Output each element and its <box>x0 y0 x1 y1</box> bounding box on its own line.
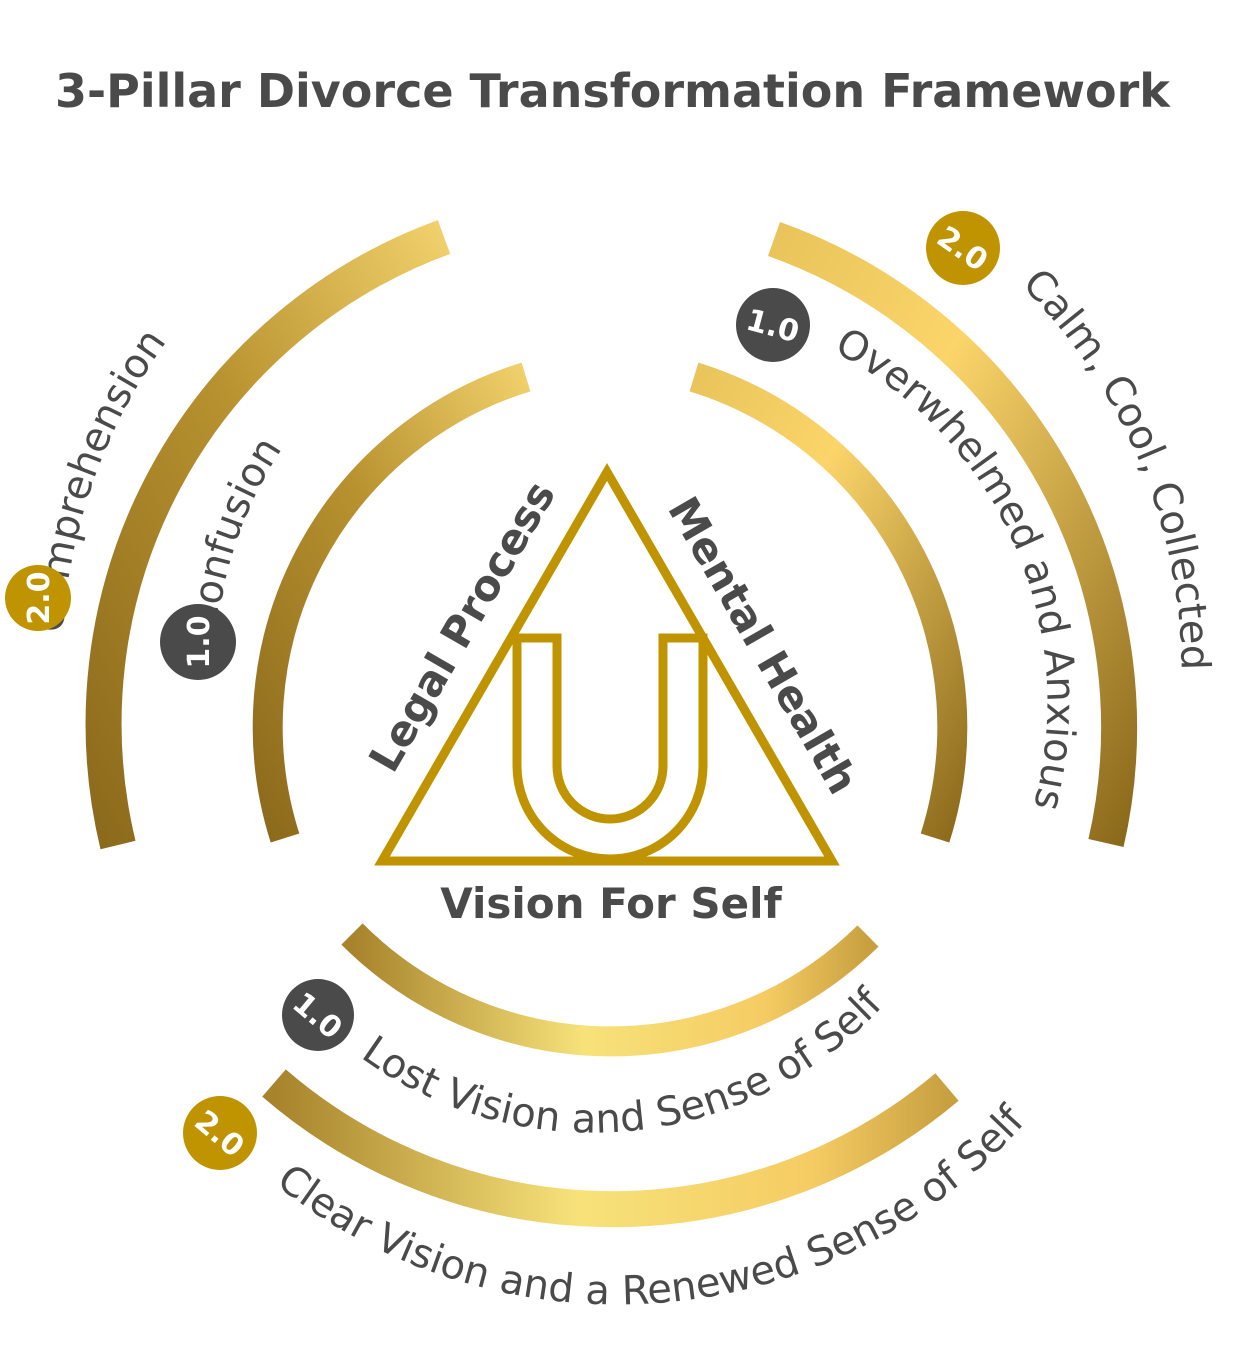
badge-bottom-inner: 1.0 <box>282 979 354 1051</box>
badge-right-outer: 2.0 <box>926 211 1000 285</box>
svg-text:1.0: 1.0 <box>182 615 217 668</box>
arc-right-inner <box>689 362 968 843</box>
pillar-legal-process: Legal Process <box>359 473 565 780</box>
pillar-mental-health: Mental Health <box>658 489 867 803</box>
arc-bottom-inner <box>341 923 879 1057</box>
arc-left-inner <box>252 362 531 843</box>
badge-bottom-outer: 2.0 <box>183 1096 257 1170</box>
page-title: 3-Pillar Divorce Transformation Framewor… <box>55 64 1171 118</box>
pillar-vision-for-self: Vision For Self <box>440 879 782 928</box>
u-magnet-in-triangle-icon <box>374 463 840 866</box>
badge-left-inner: 1.0 <box>160 604 236 680</box>
arc-bottom-outer <box>262 1069 959 1228</box>
arc-left-outer <box>85 220 451 850</box>
svg-text:2.0: 2.0 <box>22 571 57 624</box>
badge-right-inner: 1.0 <box>736 288 810 362</box>
arc-right-outer <box>767 222 1138 848</box>
badge-left-outer: 2.0 <box>5 565 71 631</box>
